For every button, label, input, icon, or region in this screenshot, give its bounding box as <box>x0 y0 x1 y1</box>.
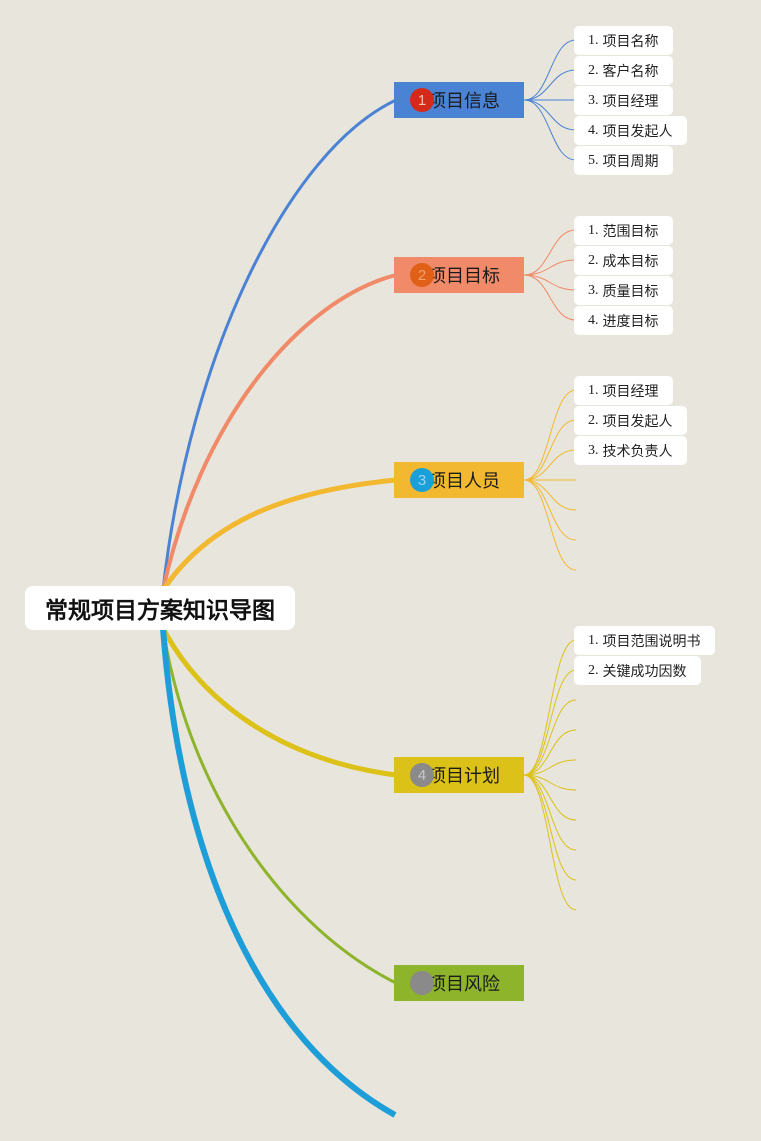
leaf-node[interactable]: 2.关键成功因数 <box>574 656 701 685</box>
number-badge-icon: 4 <box>410 763 434 787</box>
leaf-label: 项目经理 <box>602 384 659 400</box>
branch-node-2[interactable]: 2 项目目标 <box>394 257 524 293</box>
leaf-label: 项目经理 <box>602 94 659 110</box>
branch-label: 项目计划 <box>428 766 500 787</box>
branch-2-connector <box>161 273 397 591</box>
leaf-label: 项目周期 <box>602 154 659 170</box>
leaf-label: 项目名称 <box>602 34 659 50</box>
leaf-node[interactable]: 4.进度目标 <box>574 306 673 335</box>
leaf-label: 项目范围说明书 <box>602 634 701 650</box>
leaf-node[interactable]: 5.项目周期 <box>574 146 673 175</box>
number-badge-icon: 2 <box>410 263 434 287</box>
root-node[interactable]: 常规项目方案知识导图 <box>25 586 295 630</box>
number-badge-icon: 1 <box>410 88 434 112</box>
branch-node-3[interactable]: 3 项目人员 <box>394 462 524 498</box>
leaf-label: 成本目标 <box>602 254 659 270</box>
leaf-label: 技术负责人 <box>602 444 673 460</box>
leaf-node[interactable]: 2.客户名称 <box>574 56 673 85</box>
branch-3-connector <box>160 477 397 592</box>
leaf-node[interactable]: 3.质量目标 <box>574 276 673 305</box>
branch-5-connector <box>161 627 397 985</box>
branch-node-5[interactable]: 5 项目风险 <box>394 965 524 1001</box>
leaf-label: 进度目标 <box>602 314 659 330</box>
leaf-label: 项目发起人 <box>602 414 673 430</box>
leaf-node[interactable]: 1.范围目标 <box>574 216 673 245</box>
number-badge-icon: 3 <box>410 468 434 492</box>
leaf-node[interactable]: 4.项目发起人 <box>574 116 687 145</box>
leaf-node[interactable]: 1.项目名称 <box>574 26 673 55</box>
leaf-label: 关键成功因数 <box>602 664 687 680</box>
branch-node-1[interactable]: 1 项目信息 <box>394 82 524 118</box>
branch-label: 项目目标 <box>428 266 500 287</box>
branch-label: 项目信息 <box>428 91 500 112</box>
leaf-label: 质量目标 <box>602 284 659 300</box>
branch-1-connector <box>161 98 397 591</box>
leaf-node[interactable]: 1.项目经理 <box>574 376 673 405</box>
leaf-node[interactable]: 2.项目发起人 <box>574 406 687 435</box>
leaf-node[interactable]: 3.项目经理 <box>574 86 673 115</box>
root-label: 常规项目方案知识导图 <box>45 598 275 624</box>
leaf-label: 客户名称 <box>602 64 659 80</box>
leaf-node[interactable]: 2.成本目标 <box>574 246 673 275</box>
branch-4-connector <box>160 626 397 778</box>
branch-label: 项目风险 <box>428 974 500 995</box>
leaf-label: 范围目标 <box>602 224 659 240</box>
leaf-node[interactable]: 1.项目范围说明书 <box>574 626 715 655</box>
branch-6-connector <box>160 627 397 1118</box>
branch-label: 项目人员 <box>428 471 500 492</box>
leaf-node[interactable]: 3.技术负责人 <box>574 436 687 465</box>
number-badge-icon: 5 <box>410 971 434 995</box>
leaf-label: 项目发起人 <box>602 124 673 140</box>
branch-node-4[interactable]: 4 项目计划 <box>394 757 524 793</box>
